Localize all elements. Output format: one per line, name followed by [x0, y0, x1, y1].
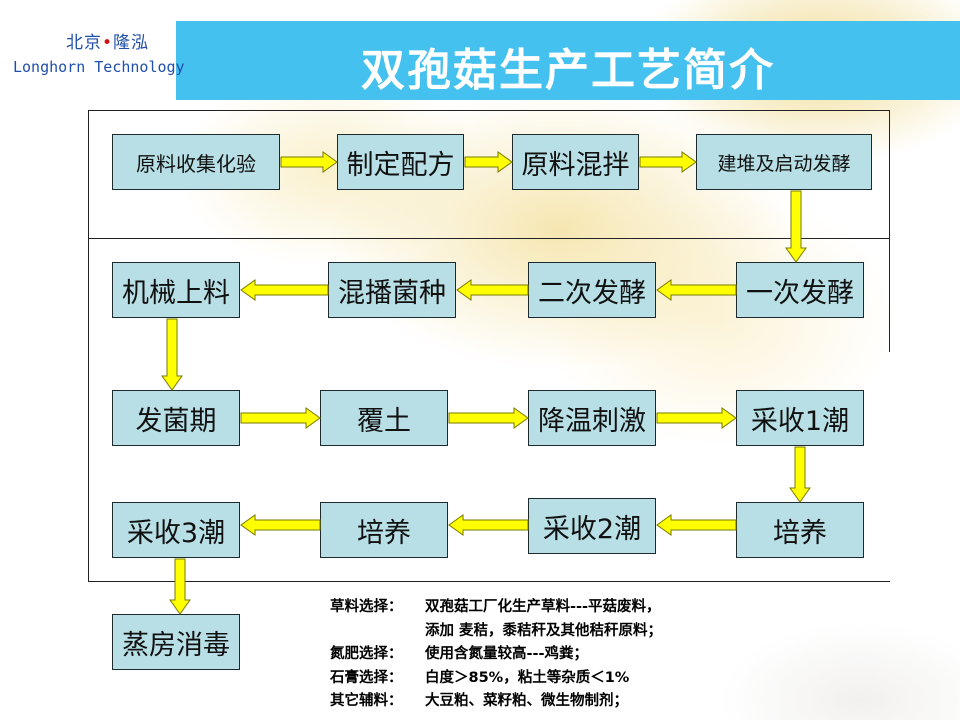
note-line: 添加 麦秸，黍秸秆及其他秸秆原料；	[330, 620, 662, 644]
step-cooling-stimulation: 降温刺激	[528, 390, 656, 446]
note-label: 草料选择：	[330, 599, 403, 615]
step-spawn-running: 发菌期	[112, 390, 240, 446]
company-logo-en: Longhorn Technology	[13, 58, 185, 76]
material-notes: 草料选择： 双孢菇工厂化生产草料---平菇废料， 添加 麦秸，黍秸秆及其他秸秆原料…	[330, 596, 662, 714]
note-text: 添加 麦秸，黍秸秆及其他秸秆原料；	[425, 622, 663, 639]
arrow-right-icon	[448, 407, 529, 429]
logo-dot: •	[102, 33, 114, 53]
note-label: 石膏选择：	[330, 669, 403, 686]
arrow-down-icon	[161, 318, 183, 391]
arrow-right-icon	[639, 151, 697, 173]
step-spawn-mixing: 混播菌种	[328, 262, 456, 318]
note-line: 石膏选择： 白度＞85%，粘土等杂质＜1%	[330, 667, 662, 691]
step-first-fermentation: 一次发酵	[736, 262, 864, 318]
arrow-down-icon	[169, 558, 191, 615]
step-cultivation-1: 培养	[736, 502, 864, 558]
note-text: 双孢菇工厂化生产草料---平菇废料，	[425, 599, 661, 615]
arrow-left-icon	[656, 279, 737, 301]
step-harvest-flush-3: 采收3潮	[112, 502, 240, 558]
step-formulation: 制定配方	[337, 134, 464, 190]
arrow-left-icon	[448, 514, 529, 536]
company-logo-cn: 北京•隆泓	[66, 33, 150, 53]
arrow-down-icon	[785, 190, 807, 263]
note-line: 其它辅料： 大豆粕、菜籽粕、微生物制剂；	[330, 690, 662, 714]
arrow-right-icon	[656, 407, 737, 429]
arrow-right-icon	[464, 151, 513, 173]
arrow-left-icon	[240, 514, 321, 536]
step-pile-fermentation-start: 建堆及启动发酵	[696, 134, 872, 190]
arrow-left-icon	[656, 514, 737, 536]
arrow-left-icon	[456, 279, 529, 301]
step-material-mixing: 原料混拌	[512, 134, 639, 190]
note-label	[330, 620, 425, 644]
arrow-right-icon	[240, 407, 321, 429]
note-label: 其它辅料：	[330, 693, 403, 709]
note-text: 白度＞85%，粘土等杂质＜1%	[425, 669, 630, 686]
cultivation-stage-frame	[88, 238, 890, 582]
note-line: 草料选择： 双孢菇工厂化生产草料---平菇废料，	[330, 596, 662, 620]
page-title: 双孢菇生产工艺简介	[361, 45, 775, 96]
step-raw-material-testing: 原料收集化验	[112, 134, 280, 190]
note-text: 使用含氮量较高---鸡粪；	[425, 646, 589, 662]
step-second-fermentation: 二次发酵	[528, 262, 656, 318]
step-harvest-flush-2: 采收2潮	[528, 498, 656, 554]
step-mechanical-loading: 机械上料	[112, 262, 240, 318]
note-text: 大豆粕、菜籽粕、微生物制剂；	[425, 693, 628, 709]
step-harvest-flush-1: 采收1潮	[736, 390, 864, 446]
arrow-right-icon	[280, 151, 338, 173]
step-cultivation-2: 培养	[320, 502, 448, 558]
step-casing: 覆土	[320, 390, 448, 446]
fermentation-stage-frame	[88, 110, 890, 352]
note-line: 氮肥选择： 使用含氮量较高---鸡粪；	[330, 643, 662, 667]
arrow-down-icon	[789, 446, 811, 503]
title-banner: 双孢菇生产工艺简介	[176, 21, 960, 100]
arrow-left-icon	[240, 279, 329, 301]
step-room-disinfection: 蒸房消毒	[112, 614, 240, 670]
note-label: 氮肥选择：	[330, 646, 403, 662]
